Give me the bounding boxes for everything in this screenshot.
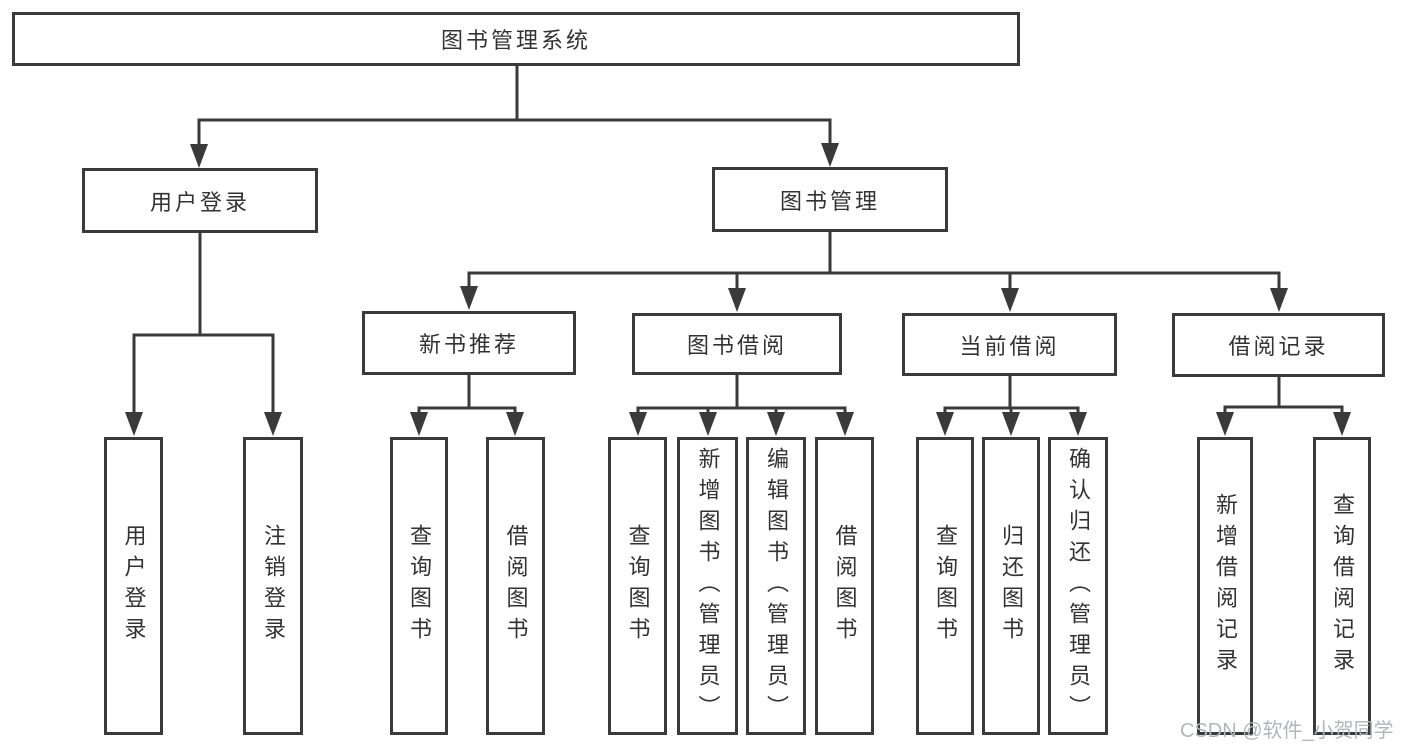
csdn-watermark: CSDN @软件_小贺同学 (1180, 720, 1394, 742)
node-borrow-books-borrowing: 借阅图书 (815, 437, 874, 735)
node-label: 注销登录 (261, 524, 286, 648)
node-label: 借阅图书 (832, 524, 858, 648)
node-label: 查询图书 (625, 524, 651, 648)
node-label: 图书管理 (779, 188, 880, 214)
node-label: 新书推荐 (418, 332, 519, 357)
arrowheads (125, 143, 1351, 436)
node-library-system: 图书管理系统 (12, 12, 1020, 66)
node-label: 新增图书（管理员） (695, 446, 721, 726)
node-label: 借阅记录 (1228, 334, 1329, 359)
node-logout: 注销登录 (243, 437, 303, 735)
node-label: 确认归还（管理员） (1066, 446, 1091, 726)
node-label: 归还图书 (999, 524, 1024, 648)
node-user-login: 用户登录 (82, 168, 318, 233)
node-query-books-current: 查询图书 (916, 437, 974, 735)
node-add-book-admin: 新增图书（管理员） (677, 437, 738, 735)
node-query-books-recommend: 查询图书 (390, 437, 448, 735)
node-label: 编辑图书（管理员） (764, 446, 789, 726)
node-label: 借阅图书 (503, 524, 529, 648)
node-book-borrowing: 图书借阅 (632, 313, 842, 375)
node-edit-book-admin: 编辑图书（管理员） (746, 437, 806, 735)
node-label: 图书管理系统 (440, 28, 591, 53)
node-label: 新增借阅记录 (1213, 493, 1238, 679)
node-query-borrow-record: 查询借阅记录 (1313, 437, 1371, 735)
node-user-login-leaf: 用户登录 (104, 437, 163, 735)
node-query-books-borrowing: 查询图书 (608, 437, 667, 735)
node-confirm-return-admin: 确认归还（管理员） (1048, 437, 1108, 735)
node-label: 当前借阅 (959, 333, 1060, 359)
node-borrow-books-recommend: 借阅图书 (486, 437, 545, 735)
node-return-books: 归还图书 (982, 437, 1040, 735)
node-label: 用户登录 (149, 189, 250, 215)
node-borrowing-records: 借阅记录 (1172, 313, 1385, 377)
node-label: 图书借阅 (686, 333, 787, 358)
connector-edges (132, 66, 1344, 414)
node-label: 查询图书 (933, 524, 958, 648)
node-new-book-recommend: 新书推荐 (362, 311, 576, 375)
node-add-borrow-record: 新增借阅记录 (1197, 437, 1253, 735)
node-label: 用户登录 (121, 524, 147, 648)
node-label: 查询图书 (407, 524, 432, 648)
node-label: 查询借阅记录 (1330, 493, 1355, 679)
node-current-borrowing: 当前借阅 (902, 313, 1117, 376)
node-book-management: 图书管理 (712, 167, 948, 232)
